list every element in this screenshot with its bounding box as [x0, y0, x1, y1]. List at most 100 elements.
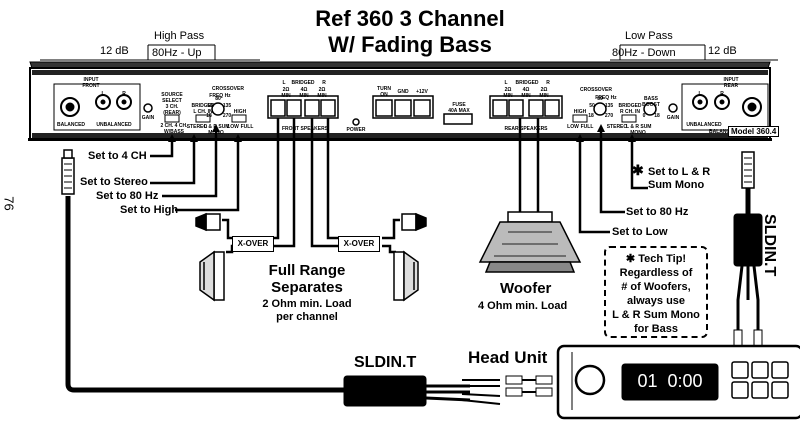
head-unit-display: 01 0:00 — [637, 371, 703, 391]
low-pass-label: Low Pass — [625, 30, 673, 42]
low-pass-db: 12 dB — [708, 45, 737, 57]
title-line-2: W/ Fading Bass — [328, 32, 492, 57]
high-pass-label: High Pass — [154, 30, 205, 42]
freq-tick-left-0: 50 — [207, 103, 213, 109]
front-l-term-label: L — [282, 80, 286, 86]
left-midbass — [199, 250, 225, 302]
crossover-left-label: CROSSOVER — [212, 86, 244, 92]
input-front-label: INPUT FRONT — [82, 77, 100, 89]
front-2ohm-b: 2Ω MIN — [317, 87, 327, 99]
tech-tip-body: Regardless of # of Woofers, always use L… — [612, 267, 700, 335]
callout-set-80-right: Set to 80 Hz — [626, 206, 689, 218]
turn-on-label: TURN ON — [377, 86, 391, 98]
front-4ohm: 4Ω MIN — [299, 87, 309, 99]
woofer-graphic — [478, 211, 582, 273]
freq-tick-left-1: 80 — [215, 96, 221, 102]
left-callout-arrows — [168, 124, 242, 142]
freq-tick-right-1: 80 — [597, 96, 603, 102]
freq-hz-left-label: FREQ Hz — [209, 93, 231, 99]
stereo-right-label: STEREO — [606, 124, 628, 130]
freq-tick-right-3: 18 — [588, 113, 594, 119]
woofer-load: 4 Ohm min. Load — [478, 300, 568, 312]
rear-input-jacks — [668, 94, 762, 117]
front-2ohm-a: 2Ω MIN — [281, 87, 291, 99]
full-right-label: FULL — [580, 124, 594, 130]
sum-mono-right-label: L & R SUM MONO — [626, 124, 652, 136]
sldin-bottom-label: SLDIN.T — [354, 354, 417, 371]
tech-tip-asterisk: ✱ — [625, 253, 636, 265]
freq-hz-right-label: FREQ Hz — [595, 95, 617, 101]
bass-tick-0: 0 — [643, 113, 646, 119]
rear-r-label: R — [720, 91, 724, 97]
woofer-wires — [518, 118, 540, 212]
freq-tick-right-4: 270 — [605, 113, 614, 119]
rear-balanced-label: BALANCED — [708, 129, 738, 135]
woofer-label: Woofer — [500, 280, 552, 297]
page-number: 76 — [1, 196, 17, 211]
front-r-term-label: R — [322, 80, 326, 86]
right-tweeter — [401, 212, 427, 232]
callout-set-high: Set to High — [120, 204, 179, 216]
high-pass-bracket — [40, 44, 260, 61]
full-left-label: FULL — [240, 124, 254, 130]
crossover-right-label: CROSSOVER — [580, 87, 612, 93]
right-callout-lines — [578, 130, 648, 234]
bridged-front-label: BRIDGED — [291, 80, 315, 86]
front-speaker-terminals — [267, 95, 360, 126]
power-label: POWER — [346, 127, 366, 133]
right-controls — [572, 102, 657, 123]
bass-boost-label: BASS BOOST — [642, 96, 660, 108]
freq-tick-left-3: 18 — [206, 113, 212, 119]
rear-4ohm: 4Ω MIN — [521, 87, 531, 99]
sum-mono-left-label: L & R SUM MONO — [204, 124, 230, 136]
bridged-rear-label: BRIDGED — [515, 80, 539, 86]
rear-l-term-label: L — [504, 80, 508, 86]
stereo-left-label: STEREO — [186, 124, 208, 130]
full-range-load: 2 Ohm min. Load per channel — [262, 298, 352, 323]
callout-set-low: Set to Low — [612, 226, 668, 238]
freq-tick-left-4: 270 — [223, 113, 232, 119]
left-callout-lines — [150, 130, 240, 212]
tech-tip-heading: ✱ Tech Tip! — [606, 252, 706, 266]
bridged-l-label: BRIDGED L CH. IN — [191, 103, 215, 115]
low-pass-freq: 80Hz - Down — [612, 47, 676, 59]
bridged-r-label: BRIDGED R CH. IN — [618, 103, 642, 115]
high-left-label: HIGH — [233, 109, 247, 115]
rear-speaker-terminals — [489, 95, 563, 119]
callout-set-80-left: Set to 80 Hz — [96, 190, 159, 202]
freq-tick-right-2: 135 — [605, 103, 614, 109]
low-left-label: LOW — [227, 124, 239, 130]
diagram-title: Ref 360 3 Channel W/ Fading Bass — [260, 6, 560, 58]
callout-set-4ch: Set to 4 CH — [88, 150, 147, 162]
left-controls — [164, 102, 247, 123]
gnd-label: GND — [397, 89, 409, 95]
rear-speakers-label: REAR SPEAKERS — [504, 126, 548, 132]
bottom-harness — [61, 149, 553, 407]
rear-2ohm-b: 2Ω MIN — [539, 87, 549, 99]
model-label: Model 360.4 — [728, 126, 780, 137]
front-gain-label: GAIN — [141, 115, 155, 121]
callout-set-lr-sum: Set to L & R Sum Mono — [648, 166, 711, 191]
callout-set-stereo: Set to Stereo — [80, 176, 148, 188]
tech-tip-head-text: Tech Tip! — [638, 253, 687, 265]
high-pass-freq: 80Hz - Up — [152, 47, 202, 59]
rear-gain-label: GAIN — [666, 115, 680, 121]
bass-tick-1: 18 — [654, 113, 660, 119]
front-unbalanced-label: UNBALANCED — [96, 122, 132, 128]
low-pass-bracket — [610, 44, 778, 61]
rear-2ohm-a: 2Ω MIN — [503, 87, 513, 99]
title-line-1: Ref 360 3 Channel — [315, 6, 505, 31]
callout-asterisk: ✱ — [632, 162, 644, 178]
head-unit-graphic — [556, 344, 800, 420]
front-input-jacks — [60, 94, 153, 117]
front-r-label: R — [122, 91, 126, 97]
low-right-label: LOW — [567, 124, 579, 130]
power-terminals — [372, 95, 473, 125]
rear-r-term-label: R — [546, 80, 550, 86]
right-callout-arrows — [576, 124, 636, 142]
source-options-label: 2 CH. 4 CH. W/BASS — [160, 123, 188, 135]
head-unit-label: Head Unit — [468, 348, 548, 367]
front-l-label: L — [101, 91, 105, 97]
xover-left: X-OVER — [232, 236, 274, 252]
right-harness — [733, 151, 763, 347]
